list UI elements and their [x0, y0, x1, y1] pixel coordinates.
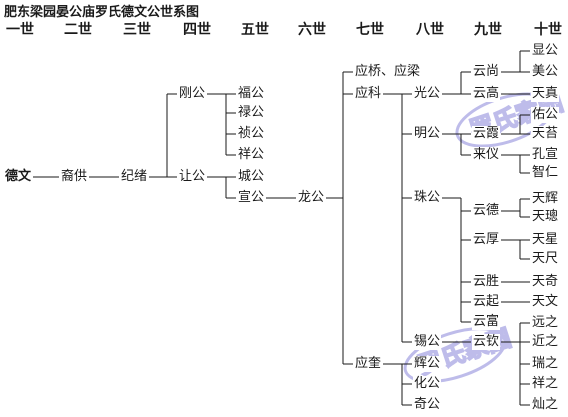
person-node: 云钦	[472, 334, 501, 350]
person-node: 德文	[4, 169, 33, 185]
person-node: 辉公	[413, 356, 442, 372]
generation-label: 七世	[356, 22, 384, 38]
generation-label: 八世	[416, 22, 444, 38]
generation-label: 二世	[64, 22, 92, 38]
person-node: 龙公	[297, 190, 326, 206]
person-node: 明公	[413, 126, 442, 142]
diagram-title: 肥东梁园晏公庙罗氏德文公世系图	[4, 5, 200, 20]
generation-label: 四世	[183, 22, 211, 38]
generation-label: 六世	[298, 22, 326, 38]
person-node: 云胜	[472, 274, 501, 290]
person-node: 化公	[413, 376, 442, 392]
person-node: 云德	[472, 203, 501, 219]
person-node: 应奎	[354, 356, 383, 372]
person-node: 应科	[354, 86, 383, 102]
person-node: 云富	[472, 314, 501, 330]
person-node: 让公	[178, 169, 207, 185]
person-node: 祯公	[237, 126, 266, 142]
person-node: 云尚	[472, 64, 501, 80]
generation-label: 五世	[241, 22, 269, 38]
person-node: 来仪	[472, 147, 501, 163]
person-node: 天文	[531, 294, 560, 310]
person-node: 福公	[237, 86, 266, 102]
person-node: 天奇	[531, 274, 560, 290]
generation-label: 九世	[474, 22, 502, 38]
person-node: 天真	[531, 86, 560, 102]
person-node: 宣公	[237, 190, 266, 206]
person-node: 天璁	[531, 209, 560, 225]
person-node: 云霞	[472, 126, 501, 142]
person-node: 祥之	[531, 376, 560, 392]
generation-label: 十世	[534, 22, 562, 38]
person-node: 佑公	[531, 107, 560, 123]
person-node: 刚公	[178, 86, 207, 102]
person-node: 智仁	[531, 165, 560, 181]
person-node: 显公	[531, 43, 560, 59]
person-node: 天苔	[531, 126, 560, 142]
person-node: 天星	[531, 232, 560, 248]
person-node: 奇公	[413, 397, 442, 413]
person-node: 远之	[531, 315, 560, 331]
person-node: 云厚	[472, 232, 501, 248]
person-node: 瑞之	[531, 356, 560, 372]
person-node: 云起	[472, 294, 501, 310]
person-node: 近之	[531, 334, 560, 350]
person-node: 珠公	[413, 190, 442, 206]
person-node: 裔供	[60, 169, 89, 185]
generation-label: 三世	[123, 22, 151, 38]
person-node: 灿之	[531, 397, 560, 413]
person-node: 应桥、应梁	[354, 64, 422, 80]
person-node: 天尺	[531, 251, 560, 267]
person-node: 美公	[531, 64, 560, 80]
person-node: 城公	[237, 169, 266, 185]
person-node: 纪绪	[120, 169, 149, 185]
person-node: 天辉	[531, 191, 560, 207]
person-node: 光公	[413, 86, 442, 102]
person-node: 祥公	[237, 147, 266, 163]
person-node: 孔宣	[531, 147, 560, 163]
generation-label: 一世	[6, 22, 34, 38]
person-node: 禄公	[237, 105, 266, 121]
person-node: 云高	[472, 86, 501, 102]
person-node: 锡公	[413, 334, 442, 350]
